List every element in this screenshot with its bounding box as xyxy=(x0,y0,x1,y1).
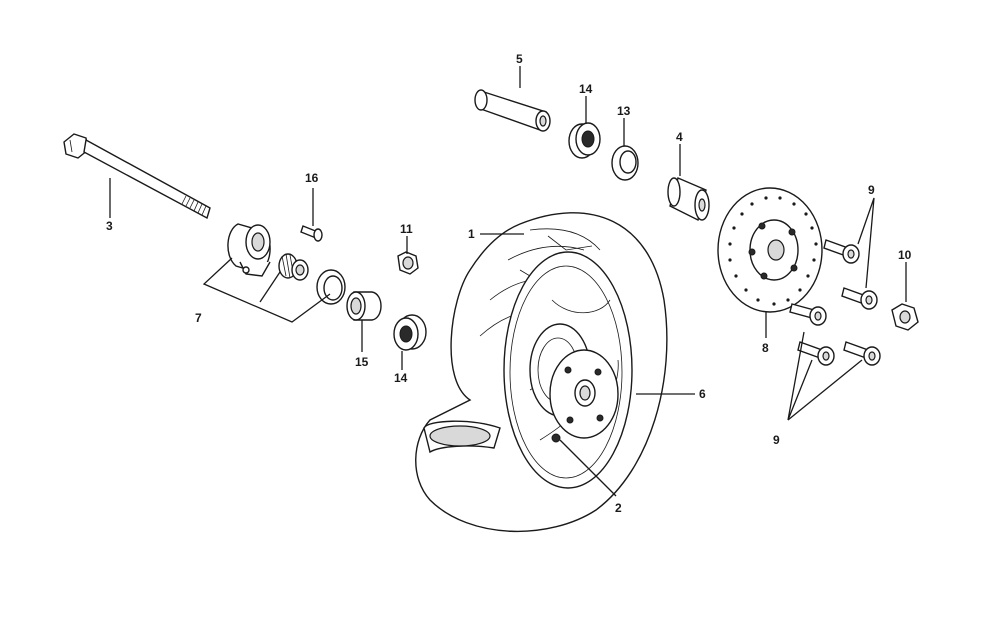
callout-10: 10 xyxy=(898,248,912,262)
callout-5: 5 xyxy=(516,52,523,66)
leader-lines xyxy=(109,66,907,497)
disc-bolt-5-part xyxy=(843,341,881,366)
speedometer-drive-gear-part xyxy=(278,253,309,281)
callout-labels: 1 2 3 4 5 6 7 8 9 9 10 11 13 14 14 15 16 xyxy=(106,52,912,515)
callout-7: 7 xyxy=(195,311,202,325)
brake-disc-part xyxy=(717,187,823,313)
side-collar-part xyxy=(667,177,710,222)
callout-9-upper: 9 xyxy=(868,183,875,197)
disc-bolt-3-part xyxy=(789,303,827,326)
bearing-left-part xyxy=(393,314,427,351)
bearing-top-part xyxy=(568,122,601,159)
callout-4: 4 xyxy=(676,130,683,144)
callout-3: 3 xyxy=(106,219,113,233)
callout-11: 11 xyxy=(400,222,413,236)
callout-13: 13 xyxy=(617,104,631,118)
disc-bolt-1-part xyxy=(823,239,860,264)
callout-16: 16 xyxy=(305,171,319,185)
disc-bolt-4-part xyxy=(797,341,835,366)
callout-14-top: 14 xyxy=(579,82,593,96)
disc-bolt-2-part xyxy=(841,287,878,310)
wheel-tire-part xyxy=(415,212,668,532)
callout-2: 2 xyxy=(615,501,622,515)
callout-9-lower: 9 xyxy=(773,433,780,447)
callout-8: 8 xyxy=(762,341,769,355)
callout-14-bottom: 14 xyxy=(394,371,408,385)
callout-1: 1 xyxy=(468,227,475,241)
axle-bolt-part xyxy=(63,133,211,220)
callout-15: 15 xyxy=(355,355,369,369)
axle-nut-part xyxy=(891,303,919,331)
screw-part xyxy=(300,225,323,242)
collar-part xyxy=(346,291,382,321)
speedometer-washer-part xyxy=(316,269,346,305)
callout-6: 6 xyxy=(699,387,706,401)
speedometer-gearbox-part xyxy=(227,223,271,277)
oil-seal-part xyxy=(611,145,639,181)
spacer-tube-part xyxy=(474,89,551,132)
nut-part xyxy=(397,251,419,275)
